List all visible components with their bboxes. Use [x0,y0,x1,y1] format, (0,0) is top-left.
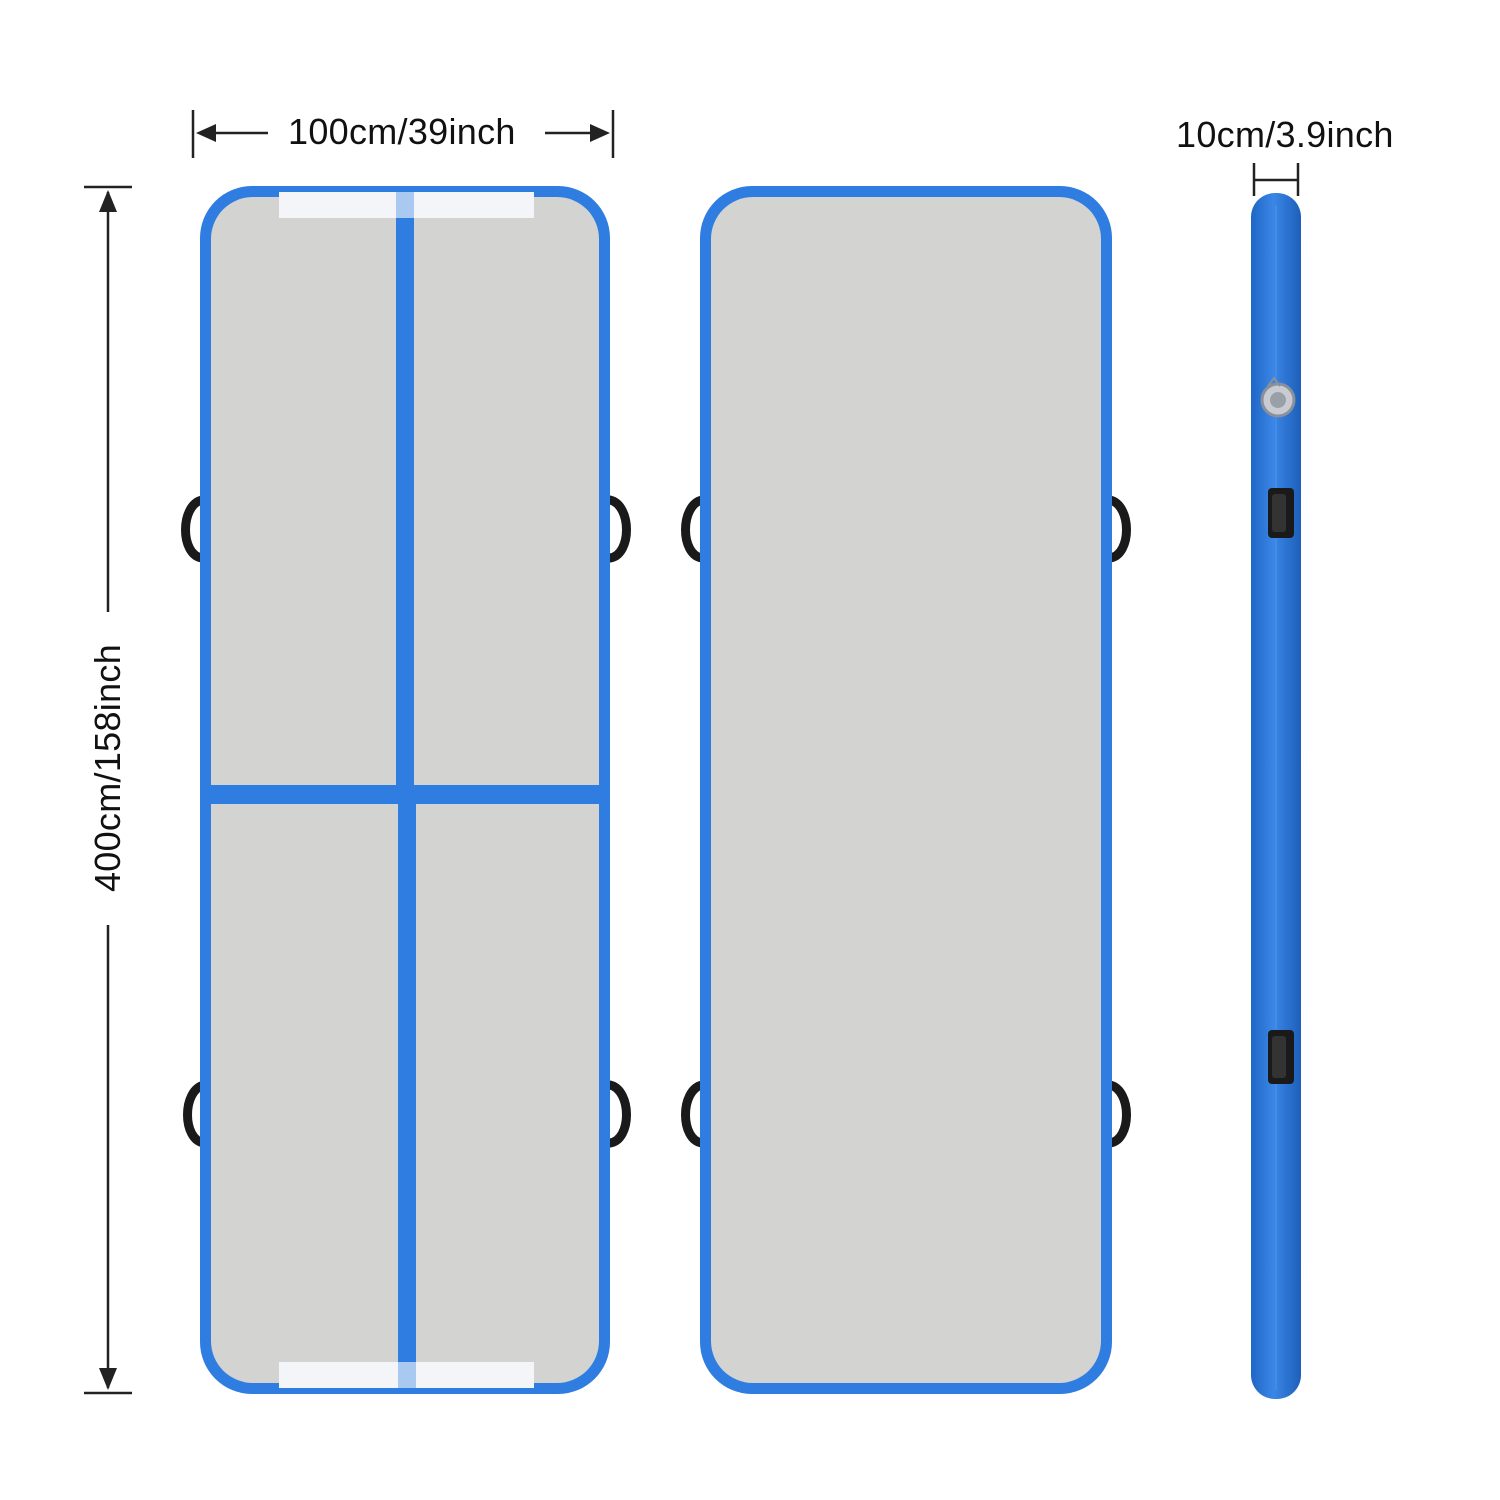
thickness-label: 10cm/3.9inch [1176,114,1394,155]
mat-center-line-bottom [398,802,416,1362]
arrow-head-icon [99,1368,117,1390]
mat-center-line-top [396,205,414,787]
carry-handle-icon [183,1080,209,1148]
air-valve-icon [1260,376,1296,418]
mat-horizontal-line [211,785,601,804]
arrow-head-icon [196,124,216,142]
arrow-head-icon [99,190,117,212]
mat-back-surface [711,197,1101,1383]
mat-back-view [681,186,1131,1394]
carry-handle-icon [1105,1080,1131,1148]
carry-handle-icon [605,1080,631,1148]
carry-handle-icon [681,495,707,563]
carry-handle-icon [1268,1030,1294,1084]
arrow-head-icon [590,124,610,142]
mat-strip-crossing [398,1362,416,1388]
carry-handle-icon [1105,495,1131,563]
width-label: 100cm/39inch [288,111,516,152]
length-dimension-line [84,185,132,1395]
thickness-dimension-line [1252,163,1300,196]
carry-handle-icon [681,1080,707,1148]
mat-side-view [1251,193,1301,1399]
length-label: 400cm/158inch [87,643,128,893]
width-dimension-line [191,110,615,158]
carry-handle-icon [605,495,631,563]
carry-handle-icon [1268,488,1294,538]
mat-strip-crossing [396,192,414,218]
mat-front-view [181,186,631,1394]
carry-handle-icon [181,495,207,563]
